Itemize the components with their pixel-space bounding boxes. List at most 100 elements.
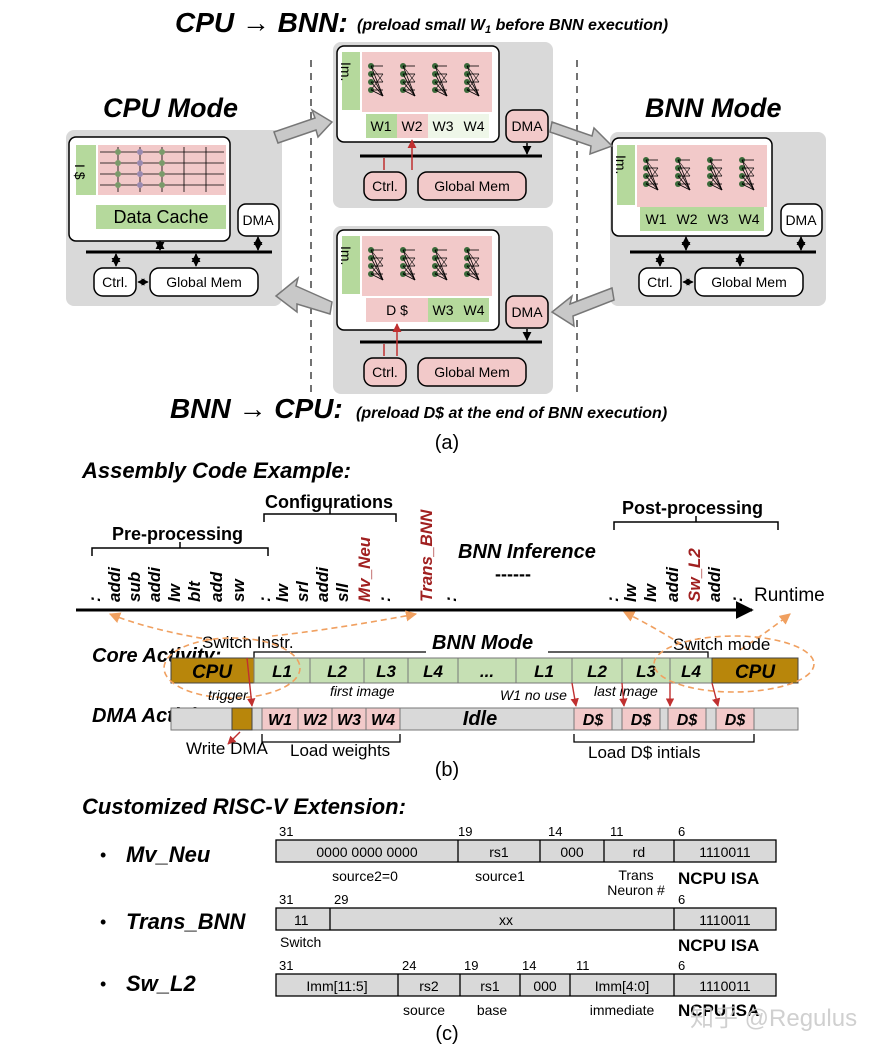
instr-pre-2: sub: [125, 572, 144, 602]
instr-pre-1: addi: [105, 566, 124, 602]
sw-l2-field-4: Imm[4:0]: [595, 978, 649, 994]
dma-dcache-1: D$: [631, 712, 653, 729]
trans-bnn-field-1: xx: [499, 912, 513, 928]
mv-neu-note-2: Trans: [618, 867, 653, 883]
sw-l2-name: Sw_L2: [126, 971, 196, 996]
mv-neu-bit-2: 14: [548, 824, 562, 839]
bnn-to-cpu-global-mem: Global Mem: [434, 364, 509, 380]
cpu-to-bnn-im-label: Im.: [338, 62, 354, 81]
trans-bnn-field-2: 1110011: [699, 912, 751, 928]
bullet-trans-bnn: •: [100, 912, 106, 932]
instr-pre-4: lw: [165, 582, 184, 602]
sw-l2-bit-0: 31: [279, 958, 293, 973]
instr-trans-dots: :: [441, 596, 460, 602]
cpu-to-bnn-title: CPU → BNN:: [175, 7, 348, 38]
instr-trans-bnn: Trans_BNN: [417, 509, 436, 602]
row-mv-neu: • Mv_Neu 31 19 14 11 6 0000 0000 0000 rs…: [100, 824, 777, 898]
cpu-dma-label: DMA: [242, 212, 274, 228]
cpu-to-bnn-w1: W1: [371, 118, 392, 134]
bnn-mode-w3: W3: [708, 211, 729, 227]
switch-arrow-right-2: [739, 613, 791, 651]
instr-pre-group: : addi sub addi lw blt add sw: [85, 566, 248, 602]
mv-neu-field-1: rs1: [489, 844, 509, 860]
instr-post-1: lw: [621, 582, 640, 602]
mv-neu-bit-4: 6: [678, 824, 685, 839]
bnn-to-cpu-panel: Im. D $ W3 W4 DMA Ctrl. Global Mem: [333, 226, 553, 394]
dma-weight-2: W3: [337, 712, 361, 729]
bnn-mode-w2: W2: [677, 211, 698, 227]
dma-dcache-0: D$: [583, 712, 605, 729]
core-cell-2: L3: [376, 662, 396, 681]
cpu-datapath-nodes: [115, 149, 165, 188]
cpu-to-bnn-panel: Im. W1 W2 W3 W4 DMA Ctrl. Global Mem: [333, 42, 553, 208]
instr-post-group: : lw lw addi Sw_L2 addi :: [603, 548, 746, 602]
mv-neu-name: Mv_Neu: [126, 842, 211, 867]
dma-activity-bar: W1 W2 W3 W4 Idle D$ D$ D$ D$: [170, 707, 799, 731]
dma-weight-0: W1: [268, 712, 292, 729]
instr-post-3: addi: [663, 566, 682, 602]
bnn-to-cpu-dma: DMA: [511, 304, 543, 320]
instr-post-5: addi: [705, 566, 724, 602]
first-image-label: first image: [330, 683, 395, 699]
mv-neu-field-3: rd: [633, 844, 645, 860]
instr-cfg-6: :: [375, 596, 394, 602]
trans-bnn-bit-2: 6: [678, 892, 685, 907]
part-a: CPU → BNN: (preload small W1 before BNN …: [66, 7, 826, 454]
switch-ellipse-left: [163, 637, 301, 699]
bnn-mode-dma: DMA: [785, 212, 817, 228]
instr-cfg-group: : lw srl addi sll Mv_Neu :: [255, 536, 394, 602]
sw-l2-bit-2: 19: [464, 958, 478, 973]
risc-v-title: Customized RISC-V Extension:: [82, 794, 406, 819]
cpu-to-bnn-w2: W2: [402, 118, 423, 134]
cpu-to-bnn-global-mem: Global Mem: [434, 178, 509, 194]
switch-arrow-left-1: [108, 612, 213, 641]
core-cpu-left: CPU: [192, 662, 233, 683]
bnn-mode-w4: W4: [739, 211, 760, 227]
bnn-mode-ctrl: Ctrl.: [647, 274, 673, 290]
write-dma-label: Write DMA: [186, 739, 269, 758]
dma-weight-1: W2: [303, 712, 327, 729]
row-trans-bnn: • Trans_BNN 31 29 6 11 xx 1110011 Switch…: [100, 892, 777, 955]
cpu-to-bnn-w3: W3: [433, 118, 454, 134]
bnn-mode-w1: W1: [646, 211, 667, 227]
cpu-icache-label: I $: [72, 164, 88, 180]
cpu-mode-panel: I $ Data Cache DMA Ctrl. G: [66, 130, 282, 306]
dma-dcache-3: D$: [725, 712, 747, 729]
bnn-inference-dashes: ------: [495, 564, 531, 584]
sw-l2-note-1: base: [477, 1002, 508, 1018]
mv-neu-note-3: Neuron #: [607, 882, 665, 898]
dma-weight-3: W4: [371, 712, 395, 729]
configurations-brace: [263, 508, 397, 522]
trans-bnn-note-1: NCPU ISA: [678, 936, 759, 955]
sw-l2-field-2: rs1: [480, 978, 500, 994]
cpu-to-bnn-dma: DMA: [511, 118, 543, 134]
mv-neu-bit-0: 31: [279, 824, 293, 839]
sw-l2-field-5: 1110011: [699, 978, 751, 994]
bnn-to-cpu-w3: W3: [433, 302, 454, 318]
last-image-label: last image: [594, 683, 658, 699]
transition-arrows: [273, 108, 615, 328]
instr-pre-7: sw: [229, 578, 248, 602]
part-b: Assembly Code Example: Configurations Pr…: [76, 458, 825, 781]
core-activity-bar: CPU L1 L2 L3 L4 ... L1 L2 L3 L4 CPU: [170, 657, 799, 684]
load-weights-brace: [261, 734, 401, 743]
trigger-label: trigger: [208, 687, 249, 703]
configurations-label: Configurations: [265, 492, 393, 512]
caption-b: (b): [435, 759, 459, 781]
load-dcache-brace: [573, 734, 755, 743]
dependency-arrows: [227, 657, 721, 745]
bnn-mode-panel: Im. W1 W2 W3 W4 DMA Ctrl. Global Mem: [610, 132, 826, 306]
mv-neu-note-0: source2=0: [332, 868, 398, 884]
cpu-global-mem-label: Global Mem: [166, 274, 241, 290]
mv-neu-bit-1: 19: [458, 824, 472, 839]
mv-neu-field-2: 000: [560, 844, 584, 860]
cpu-to-bnn-w4: W4: [464, 118, 485, 134]
instr-cfg-0: :: [255, 596, 274, 602]
core-cell-8: L4: [681, 662, 701, 681]
assembly-title: Assembly Code Example:: [81, 458, 351, 483]
bnn-to-cpu-dcache: D $: [386, 302, 408, 318]
dma-idle: Idle: [463, 708, 497, 730]
core-cell-3: L4: [423, 662, 443, 681]
bnn-to-cpu-w4: W4: [464, 302, 485, 318]
trans-bnn-name: Trans_BNN: [126, 909, 247, 934]
